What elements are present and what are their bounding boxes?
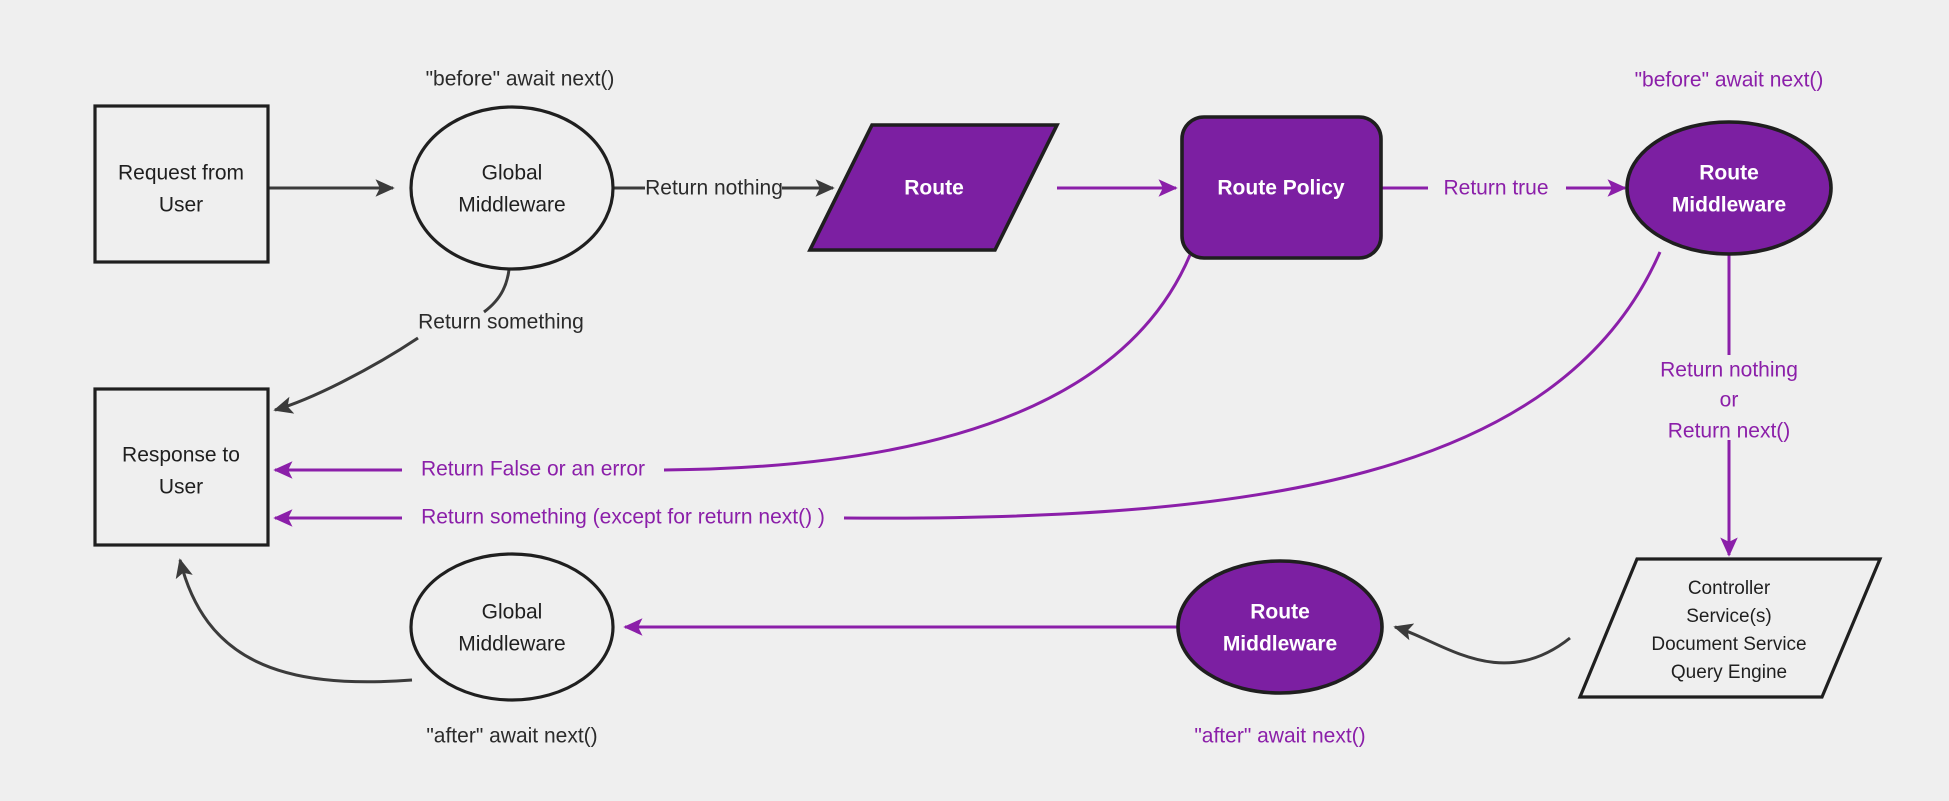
node-route-middleware-bottom-label-line1: Route [1250,601,1310,624]
edge-label-return-false-or-error: Return False or an error [421,458,645,481]
edge-label-return-something-except-next: Return something (except for return next… [421,506,825,529]
node-global-middleware-top-label-line2: Middleware [458,194,565,217]
node-response-to-user[interactable] [93,387,270,547]
edge-global-middleware-top-to-response-lower [273,336,419,414]
annotation-after-await-next-bottom-right: "after" await next() [1194,725,1365,748]
node-global-middleware-top-label-line1: Global [482,162,543,185]
edge-route-middleware-to-response-curve [843,251,1662,520]
node-route-middleware-top[interactable] [1625,120,1833,256]
node-global-middleware-top[interactable] [409,105,615,271]
edge-label-return-nothing: Return nothing [645,177,783,200]
node-controller-label-line2: Service(s) [1686,606,1772,627]
edge-label-return-something: Return something [418,311,584,334]
node-route-label: Route [904,177,964,200]
edge-label-return-next: Return next() [1668,420,1791,443]
annotation-before-await-next-top-left: "before" await next() [426,68,615,91]
node-response-to-user-label-line2: User [159,476,203,499]
node-response-to-user-label-line1: Response to [122,444,240,467]
node-route-middleware-bottom-label-line2: Middleware [1223,633,1337,656]
edge-controller-to-route-middleware-bottom [1393,623,1571,665]
node-controller-label-line3: Document Service [1651,634,1806,655]
node-route-middleware-top-label-line1: Route [1699,162,1759,185]
node-route-policy-label: Route Policy [1217,177,1345,200]
annotation-after-await-next-bottom-left: "after" await next() [426,725,597,748]
node-request-from-user-label-line1: Request from [118,162,244,185]
node-global-middleware-bottom-label-line1: Global [482,601,543,624]
node-route-policy[interactable] [1180,115,1383,260]
node-global-middleware-bottom-label-line2: Middleware [458,633,565,656]
node-global-middleware-bottom[interactable] [409,552,615,702]
node-controller-services[interactable] [1577,557,1883,699]
edge-label-or: or [1720,389,1739,412]
edge-label-return-true: Return true [1443,177,1548,200]
edge-label-return-nothing-down: Return nothing [1660,359,1798,382]
edge-global-middleware-bottom-to-response [175,558,413,684]
node-route-middleware-top-label-line2: Middleware [1672,194,1786,217]
node-controller-label-line1: Controller [1688,578,1771,599]
annotation-before-await-next-top-right: "before" await next() [1635,69,1824,92]
node-route-middleware-bottom[interactable] [1176,559,1384,695]
edge-route-policy-to-response-curve [663,254,1192,472]
node-request-from-user[interactable] [93,104,270,264]
node-request-from-user-label-line2: User [159,194,203,217]
node-route[interactable] [807,123,1060,252]
node-controller-label-line4: Query Engine [1671,662,1787,683]
